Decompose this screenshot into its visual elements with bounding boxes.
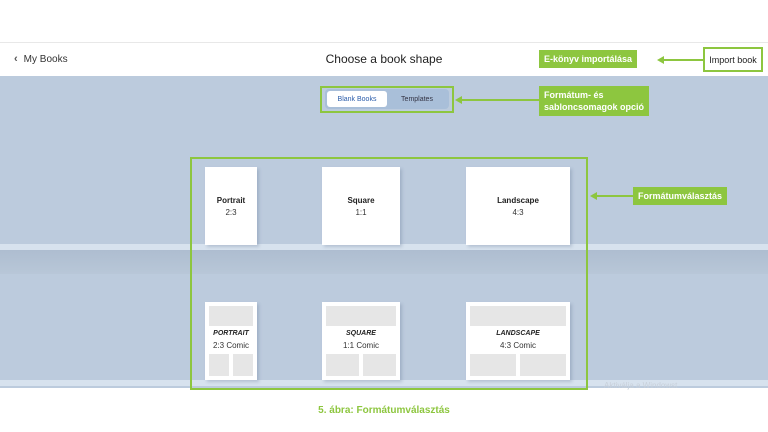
comic-portrait[interactable]: PORTRAIT 2:3 Comic <box>205 302 257 380</box>
comic-panel <box>326 354 359 376</box>
format-callout: Formátumválasztás <box>633 187 728 205</box>
arrow-head-icon <box>455 96 462 104</box>
toggle-arrow <box>461 99 539 101</box>
format-arrow <box>596 195 633 197</box>
comic-ratio: 2:3 Comic <box>212 341 249 350</box>
shelf-top <box>0 244 768 250</box>
book-name: Portrait <box>216 195 246 205</box>
comic-square[interactable]: SQUARE 1:1 Comic <box>322 302 400 380</box>
comic-panel <box>209 354 229 376</box>
book-ratio: 2:3 <box>225 207 237 217</box>
arrow-head-icon <box>657 56 664 64</box>
book-ratio: 1:1 <box>355 207 367 217</box>
comic-panel <box>520 354 566 376</box>
book-type-toggle: Blank Books Templates <box>325 89 449 109</box>
figure-caption: 5. ábra: Formátumválasztás <box>318 405 450 416</box>
tab-templates[interactable]: Templates <box>401 95 433 103</box>
page-title: Choose a book shape <box>325 52 443 66</box>
comic-landscape[interactable]: LANDSCAPE 4:3 Comic <box>466 302 570 380</box>
back-label: My Books <box>23 53 68 65</box>
tab-blank-books[interactable]: Blank Books <box>327 91 387 107</box>
book-square[interactable]: Square 1:1 <box>322 167 400 245</box>
import-callout: E-könyv importálása <box>539 50 638 68</box>
arrow-head-icon <box>590 192 597 200</box>
toggle-callout-line1: Formátum- és <box>544 90 604 100</box>
top-bar: ‹ My Books Choose a book shape Import bo… <box>0 42 768 76</box>
shelf-bottom <box>0 380 768 386</box>
comic-ratio: 4:3 Comic <box>499 341 536 350</box>
back-link[interactable]: ‹ My Books <box>14 53 68 65</box>
toggle-highlight <box>320 86 454 113</box>
toggle-callout-line2: sabloncsomagok opció <box>544 102 645 112</box>
book-ratio: 4:3 <box>512 207 524 217</box>
comic-panel <box>470 354 516 376</box>
comic-name: PORTRAIT <box>213 330 249 337</box>
comic-name: LANDSCAPE <box>496 330 540 337</box>
import-book-button[interactable]: Import book <box>703 47 763 72</box>
comic-name: SQUARE <box>346 330 376 337</box>
toggle-callout: Formátum- és sabloncsomagok opció <box>539 86 650 116</box>
comic-panel <box>233 354 253 376</box>
format-highlight <box>190 157 588 390</box>
import-arrow <box>663 59 703 61</box>
comic-panel <box>470 306 566 326</box>
chevron-left-icon: ‹ <box>14 53 18 65</box>
book-portrait[interactable]: Portrait 2:3 <box>205 167 257 245</box>
comic-panel <box>326 306 396 326</box>
windows-watermark: Aktiválja a Windowst <box>604 381 678 390</box>
comic-ratio: 1:1 Comic <box>342 341 379 350</box>
book-name: Landscape <box>497 195 539 205</box>
book-landscape[interactable]: Landscape 4:3 <box>466 167 570 245</box>
comic-panel <box>209 306 253 326</box>
book-name: Square <box>347 195 375 205</box>
shelf-shadow <box>0 250 768 274</box>
comic-panel <box>363 354 396 376</box>
